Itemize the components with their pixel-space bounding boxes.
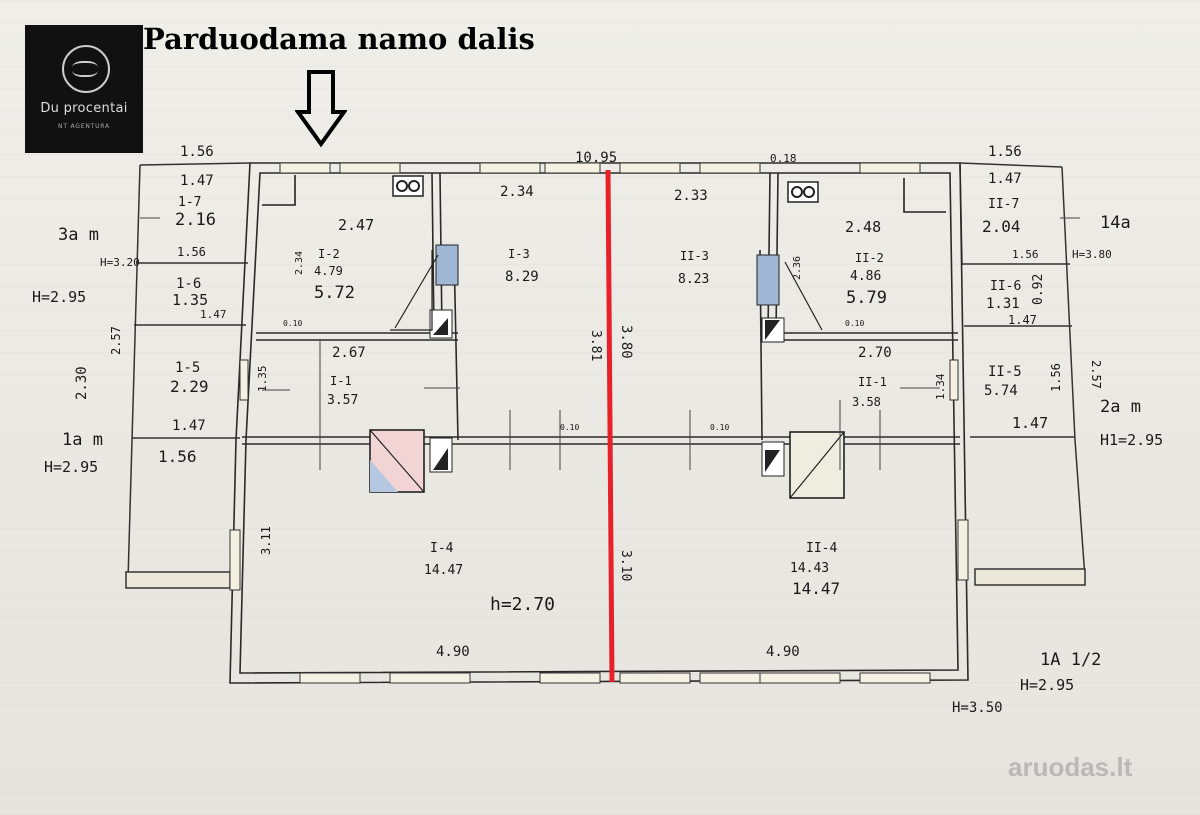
height-label: H=3.50 — [952, 700, 1003, 716]
height-label: H=2.95 — [44, 458, 98, 476]
room-area: 5.79 — [846, 288, 887, 308]
room-area: 4.86 — [850, 269, 881, 284]
dim-label: 2.57 — [109, 326, 123, 355]
room-name: II-3 — [680, 249, 709, 263]
room-name: II-7 — [988, 197, 1019, 212]
dim-label: 1.34 — [934, 373, 947, 400]
dim-label: 3.80 — [618, 325, 634, 359]
dim-label: 2.34 — [294, 251, 305, 275]
room-area: 14.47 — [792, 579, 840, 598]
height-label: H=3.20 — [100, 256, 140, 269]
room-name: II-2 — [855, 251, 884, 265]
dim-label: 3.11 — [259, 526, 273, 555]
dim-label: 3.10 — [618, 550, 633, 581]
room-width: 2.34 — [500, 184, 534, 200]
note-label: 14a — [1100, 213, 1131, 233]
room-name: 1-7 — [178, 195, 201, 210]
room-width: 2.67 — [332, 345, 366, 361]
room-name: 1-5 — [175, 360, 200, 376]
height-label: H=3.80 — [1072, 248, 1112, 261]
dim-label: 1.56 — [1049, 363, 1063, 392]
dim-label: 3.81 — [588, 330, 603, 361]
dim-label: 2.36 — [792, 256, 803, 280]
room-name: II-1 — [858, 375, 887, 389]
room-area: 2.29 — [170, 377, 209, 396]
down-arrow-icon — [295, 70, 347, 148]
room-width: 1.56 — [158, 447, 197, 466]
room-name: 1-6 — [176, 276, 201, 292]
logo-name: Du procentai — [40, 101, 128, 116]
note-label: 1A 1/2 — [1040, 650, 1101, 670]
room-area: 5.72 — [314, 283, 355, 303]
room-area: 5.74 — [984, 383, 1018, 399]
height-label: h=2.70 — [490, 594, 555, 615]
stove-icon — [392, 175, 819, 203]
dimension-lines — [140, 217, 1080, 470]
dim-label: 0.92 — [1031, 274, 1046, 305]
room-area: 2.04 — [982, 217, 1021, 236]
porch-rails — [125, 568, 1086, 589]
room-width: 1.47 — [988, 171, 1022, 187]
note-label: 3a m — [58, 225, 99, 245]
room-area: 4.79 — [314, 264, 343, 278]
watermark: aruodas.lt — [1008, 752, 1133, 782]
room-width: 1.56 — [177, 245, 206, 259]
windows — [229, 162, 969, 684]
room-area: 8.29 — [505, 269, 539, 285]
room-name: I-4 — [430, 541, 454, 556]
room-width: 4.90 — [766, 644, 800, 660]
room-width: 4.90 — [436, 644, 470, 660]
room-area: 2.16 — [175, 210, 216, 230]
room-width: 1.47 — [200, 308, 227, 321]
room-width: 1.47 — [172, 418, 206, 434]
room-area: 3.57 — [327, 393, 358, 408]
room-name: I-3 — [508, 247, 530, 261]
room-area: 3.58 — [852, 395, 881, 409]
room-area: 8.23 — [678, 272, 709, 287]
height-label: H1=2.95 — [1100, 431, 1163, 449]
plan-labels: 1.56 10.95 0.18 1.56 1.47 1-7 2.16 3a m … — [32, 144, 1163, 716]
note-label: 1a m — [62, 430, 103, 450]
agency-logo: Du procentai NT AGENTURA — [25, 25, 143, 153]
room-area: 14.47 — [424, 563, 463, 578]
dim-label: 2.30 — [74, 366, 90, 400]
room-area: 1.35 — [172, 291, 208, 309]
dim-label: 10.95 — [575, 150, 617, 166]
dim-label: 2.57 — [1089, 360, 1103, 389]
room-width: 1.47 — [1012, 414, 1048, 432]
dim-label: 0.10 — [710, 423, 729, 432]
room-name: II-4 — [806, 541, 837, 556]
note-label: 2a m — [1100, 397, 1141, 417]
room-width: 1.47 — [180, 173, 214, 189]
dim-label: 1.56 — [988, 144, 1022, 160]
dim-label: 1.56 — [180, 144, 214, 160]
dim-label: 1.35 — [256, 366, 269, 393]
dim-label: 0.10 — [845, 319, 864, 328]
dim-label: 0.10 — [283, 319, 302, 328]
corner-fixtures — [262, 175, 946, 213]
room-name: I-2 — [318, 247, 340, 261]
room-width: 2.70 — [858, 345, 892, 361]
room-width: 1.47 — [1008, 313, 1037, 327]
dim-label: 0.18 — [770, 152, 797, 165]
height-label: H=2.95 — [1020, 676, 1074, 694]
room-area: 1.31 — [986, 296, 1020, 312]
page-title: Parduodama namo dalis — [143, 22, 535, 56]
room-width: 2.47 — [338, 216, 374, 234]
room-name: II-5 — [988, 364, 1022, 380]
height-label: H=2.95 — [32, 288, 86, 306]
room-width: 2.33 — [674, 188, 708, 204]
chimney-fixtures — [369, 244, 845, 499]
room-name: II-6 — [990, 279, 1021, 294]
room-width: 2.48 — [845, 218, 881, 236]
room-width: 1.56 — [1012, 248, 1039, 261]
waves-icon — [62, 45, 110, 93]
division-line — [605, 169, 615, 683]
logo-subtitle: NT AGENTURA — [58, 123, 110, 130]
room-area: 14.43 — [790, 561, 829, 576]
room-name: I-1 — [330, 374, 352, 388]
main-walls — [229, 162, 969, 684]
dim-label: 0.10 — [560, 423, 579, 432]
